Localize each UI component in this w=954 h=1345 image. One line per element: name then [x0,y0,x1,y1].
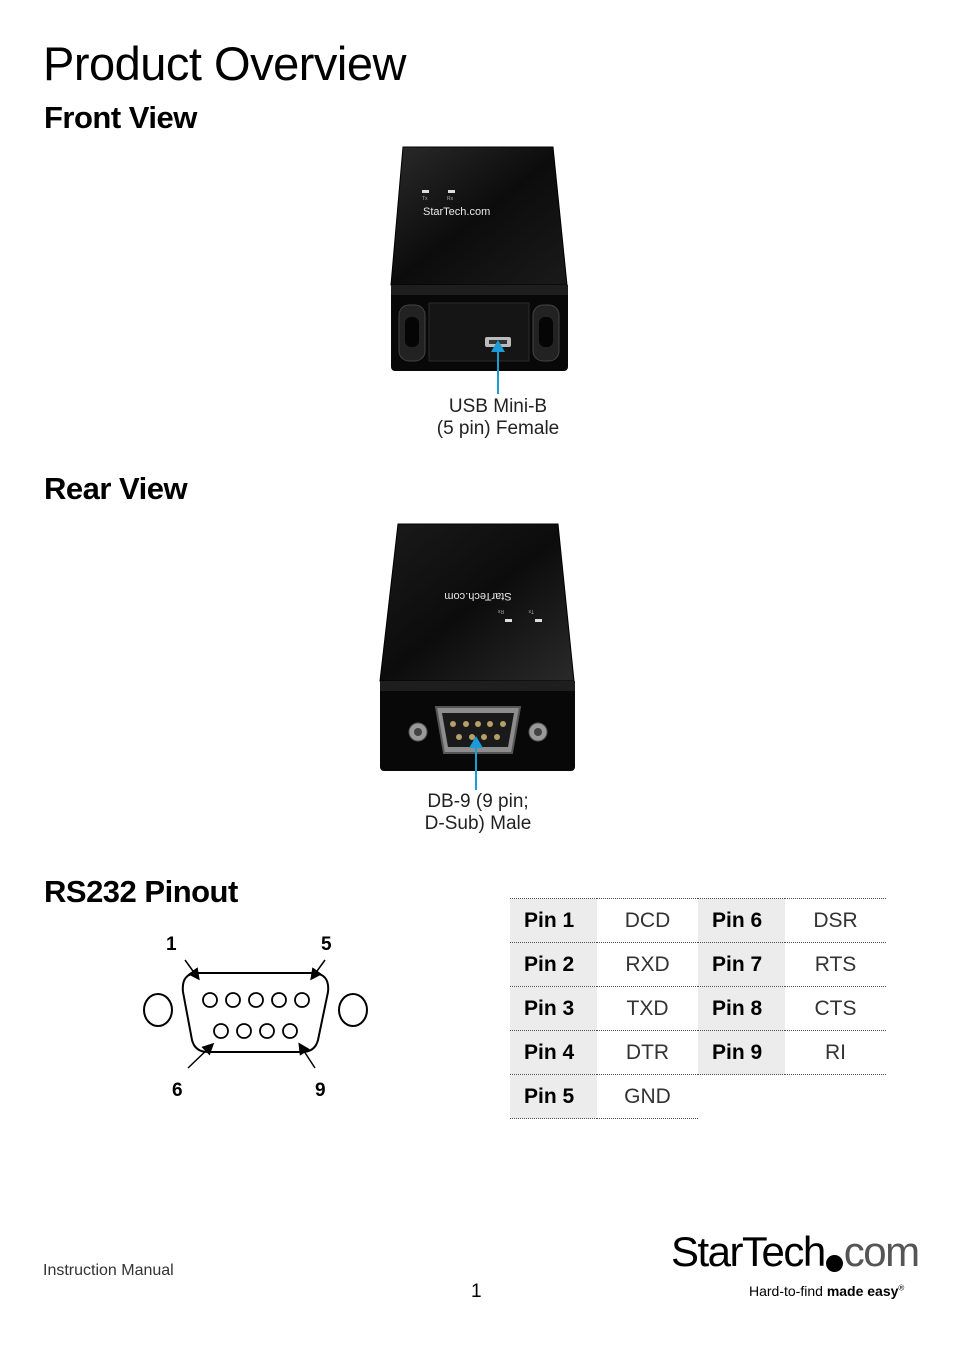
pin-cell: Pin 8 [698,986,785,1031]
pin-cell: Pin 5 [510,1074,597,1119]
signal-cell: GND [597,1074,698,1119]
logo-text-com: com [843,1228,920,1275]
pin-cell: Pin 7 [698,942,785,987]
signal-cell: RI [785,1030,886,1075]
front-device-brand: StarTech.com [423,206,490,218]
front-device-image: Tx Rx StarTech.com [390,146,568,371]
signal-cell: TXD [597,986,698,1031]
pin-label-6: 6 [172,1080,183,1101]
table-row: Pin 3 TXD Pin 8 CTS [510,986,886,1031]
front-view-heading: Front View [44,100,197,135]
rear-device-image: Rx Tx StarTech.com [379,523,575,771]
rear-view-heading: Rear View [44,471,188,506]
table-row: Pin 4 DTR Pin 9 RI [510,1030,886,1075]
logo-tagline-part2: made easy [826,1283,899,1299]
pin-cell: Pin 1 [510,898,597,943]
rear-device-brand: StarTech.com [444,590,511,602]
pin-cell: Pin 3 [510,986,597,1031]
signal-cell: DSR [785,898,886,943]
startech-logo: StarTech com [671,1228,920,1276]
signal-cell: DTR [597,1030,698,1075]
page-title: Product Overview [43,37,406,90]
table-row: Pin 5 GND [510,1074,886,1119]
pin-label-1: 1 [166,934,177,955]
pin-label-9: 9 [315,1080,326,1101]
pin-cell: Pin 4 [510,1030,597,1075]
pinout-heading: RS232 Pinout [44,874,238,909]
empty-cell [698,1075,785,1119]
pin-cell: Pin 6 [698,898,785,943]
db9-port-caption-line1: DB-9 (9 pin; [427,791,529,812]
usb-port-caption-line2: (5 pin) Female [436,418,560,439]
logo-text-startech: StarTech [671,1228,826,1275]
db9-port-arrow-head [469,736,483,748]
signal-cell: RXD [597,942,698,987]
pinout-table: Pin 1 DCD Pin 6 DSR Pin 2 RXD Pin 7 RTS … [510,898,886,1119]
table-row: Pin 1 DCD Pin 6 DSR [510,898,886,943]
db9-port-caption-line2: D-Sub) Male [424,813,532,834]
db9-pinout-diagram: 1 5 6 9 [143,934,368,1101]
usb-port-arrow [497,346,499,394]
usb-port-caption-line1: USB Mini-B [448,396,548,417]
logo-tagline: Hard-to-find made easy® [749,1283,904,1299]
logo-tagline-mark: ® [898,1283,905,1293]
pin-cell: Pin 2 [510,942,597,987]
usb-port-arrow-head [491,340,505,352]
empty-cell [785,1075,886,1119]
pin-cell: Pin 9 [698,1030,785,1075]
rear-led-label-tx: Tx [528,608,534,614]
signal-cell: CTS [785,986,886,1031]
logo-tagline-part1: Hard-to-find [749,1283,827,1299]
page-number: 1 [471,1281,482,1302]
signal-cell: DCD [597,898,698,943]
logo-dot-icon [825,1255,843,1272]
footer-manual-label: Instruction Manual [43,1262,174,1279]
usb-port-caption: USB Mini-B (5 pin) Female [420,396,576,440]
table-row: Pin 2 RXD Pin 7 RTS [510,942,886,987]
rear-led-label-rx: Rx [497,608,504,614]
db9-port-caption: DB-9 (9 pin; D-Sub) Male [400,791,556,835]
signal-cell: RTS [785,942,886,987]
front-led-label-tx: Tx [422,196,428,202]
db9-port-arrow [475,742,477,790]
front-led-label-rx: Rx [447,196,454,202]
pin-label-5: 5 [321,934,332,955]
